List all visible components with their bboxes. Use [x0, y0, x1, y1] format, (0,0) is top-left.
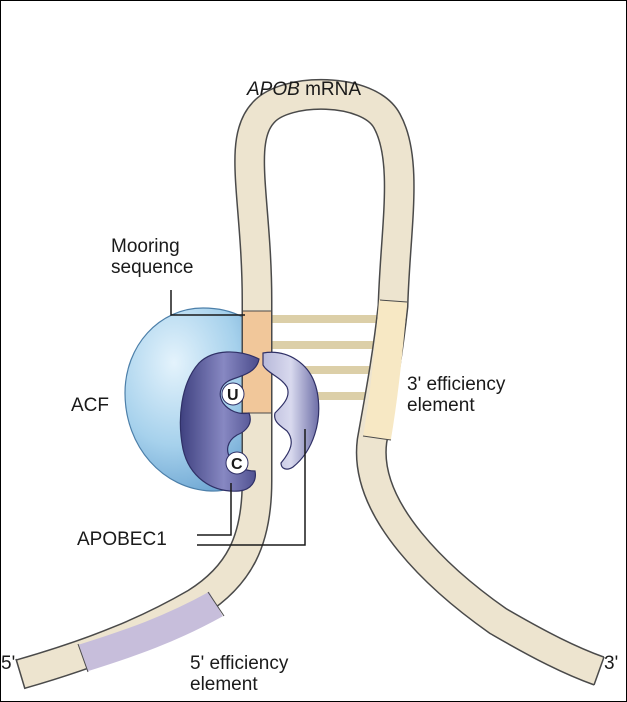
eff3-label-line1: 3' efficiency [407, 374, 505, 395]
cytidine-label: C [231, 456, 243, 473]
uracil-label: U [227, 387, 239, 404]
acf-label: ACF [71, 395, 109, 416]
five-prime-end-label: 5' [1, 653, 15, 674]
base-pair-rung [267, 341, 383, 349]
apobec1-left-subunit [180, 352, 259, 491]
mooring-label-line1: Mooring [111, 236, 193, 257]
eff5-label-line2: element [190, 674, 288, 695]
three-prime-end-label: 3' [604, 653, 618, 674]
three-prime-efficiency-label: 3' efficiency element [407, 374, 505, 416]
apobec1-label: APOBEC1 [77, 529, 167, 550]
five-prime-efficiency-label: 5' efficiency element [190, 653, 288, 695]
title: APOB mRNA [247, 79, 361, 100]
mooring-label-line2: sequence [111, 257, 193, 278]
mooring-sequence-label: Mooring sequence [111, 236, 193, 278]
molecule-name: mRNA [305, 79, 361, 100]
three-prime-efficiency-element [377, 301, 393, 438]
base-pair-rung [267, 315, 389, 323]
eff3-label-line2: element [407, 395, 505, 416]
eff5-label-line1: 5' efficiency [190, 653, 288, 674]
gene-name: APOB [247, 79, 300, 100]
